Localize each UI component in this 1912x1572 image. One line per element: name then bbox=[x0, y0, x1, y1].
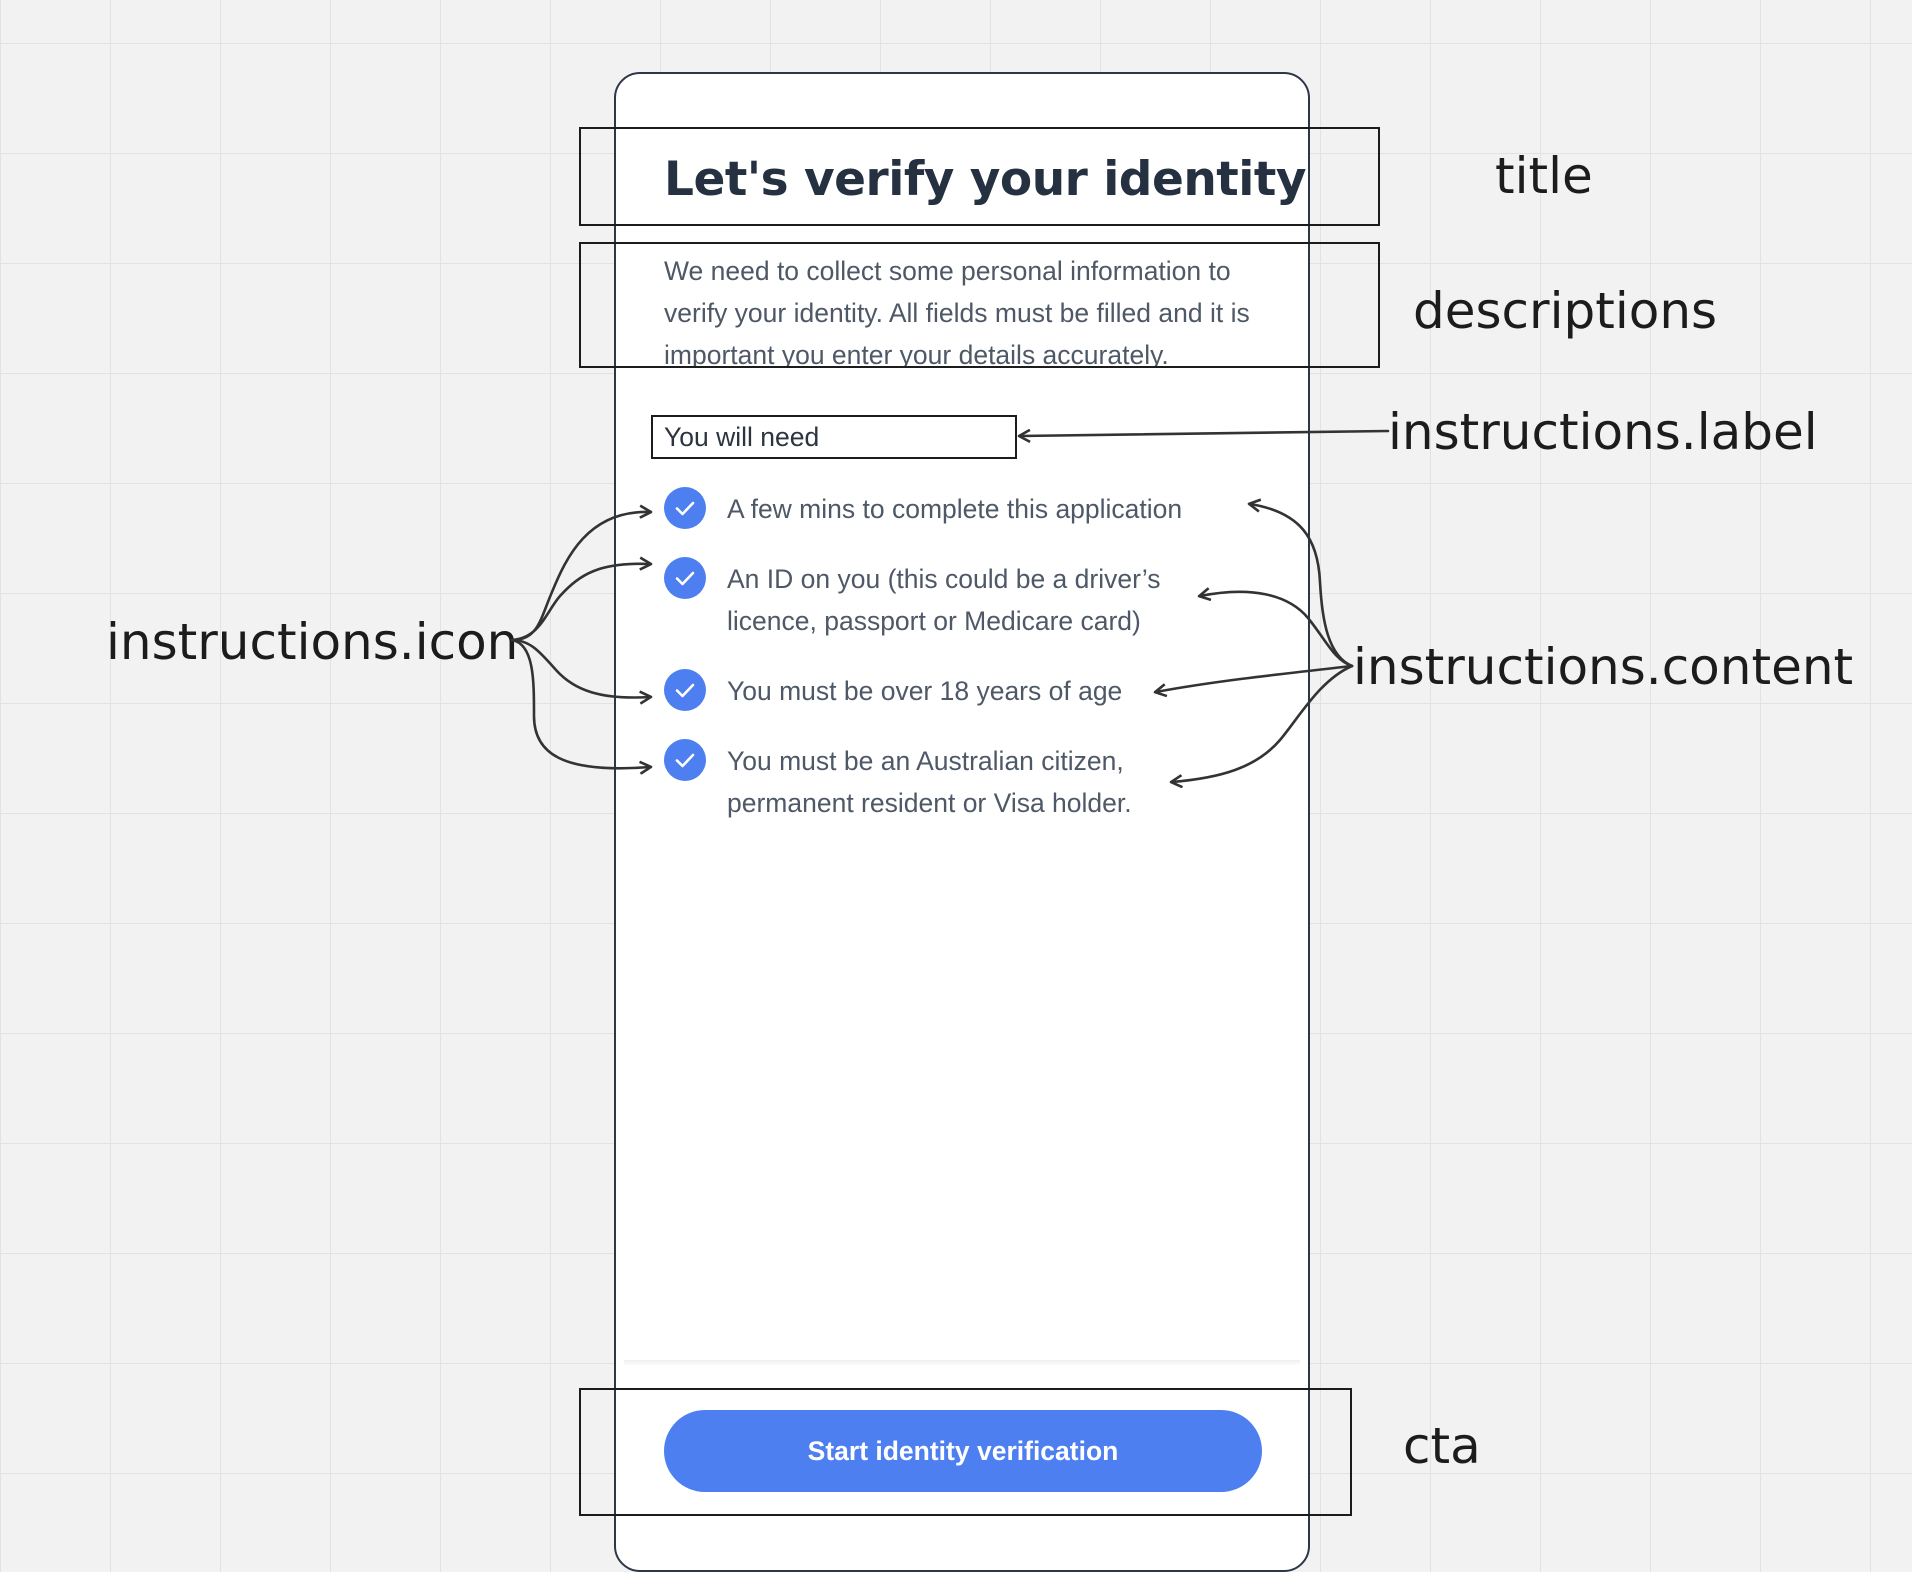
check-circle-icon bbox=[664, 669, 706, 711]
instruction-item-text: A few mins to complete this application bbox=[727, 494, 1183, 524]
descriptions-annotation-box bbox=[579, 242, 1380, 368]
instructions-content-annotation-label: instructions.content bbox=[1353, 638, 1854, 696]
page-description: We need to collect some personal informa… bbox=[664, 256, 1250, 368]
title-annotation-box bbox=[579, 127, 1380, 226]
phone-frame bbox=[614, 72, 1310, 1572]
footer-divider bbox=[624, 1360, 1300, 1366]
instructions-label-annotation-box bbox=[651, 415, 1017, 459]
check-circle-icon bbox=[664, 557, 706, 599]
start-verification-button[interactable]: Start identity verification bbox=[664, 1410, 1262, 1492]
check-circle-icon bbox=[664, 739, 706, 781]
instruction-item-text: An ID on you (this could be a driver’s l… bbox=[727, 564, 1161, 636]
descriptions-annotation-label: descriptions bbox=[1413, 282, 1718, 340]
instructions-icon-annotation-label: instructions.icon bbox=[106, 613, 519, 671]
instructions-label: You will need bbox=[664, 422, 820, 452]
title-annotation-label: title bbox=[1495, 147, 1593, 205]
instruction-item-text: You must be over 18 years of age bbox=[727, 676, 1123, 706]
page-title: Let's verify your identity bbox=[664, 152, 1306, 207]
cta-annotation-box bbox=[579, 1388, 1352, 1516]
check-circle-icon bbox=[664, 487, 706, 529]
instructions-label-annotation-label: instructions.label bbox=[1388, 403, 1818, 461]
instruction-item-text: You must be an Australian citizen, perma… bbox=[727, 746, 1132, 818]
cta-annotation-label: cta bbox=[1403, 1417, 1481, 1475]
